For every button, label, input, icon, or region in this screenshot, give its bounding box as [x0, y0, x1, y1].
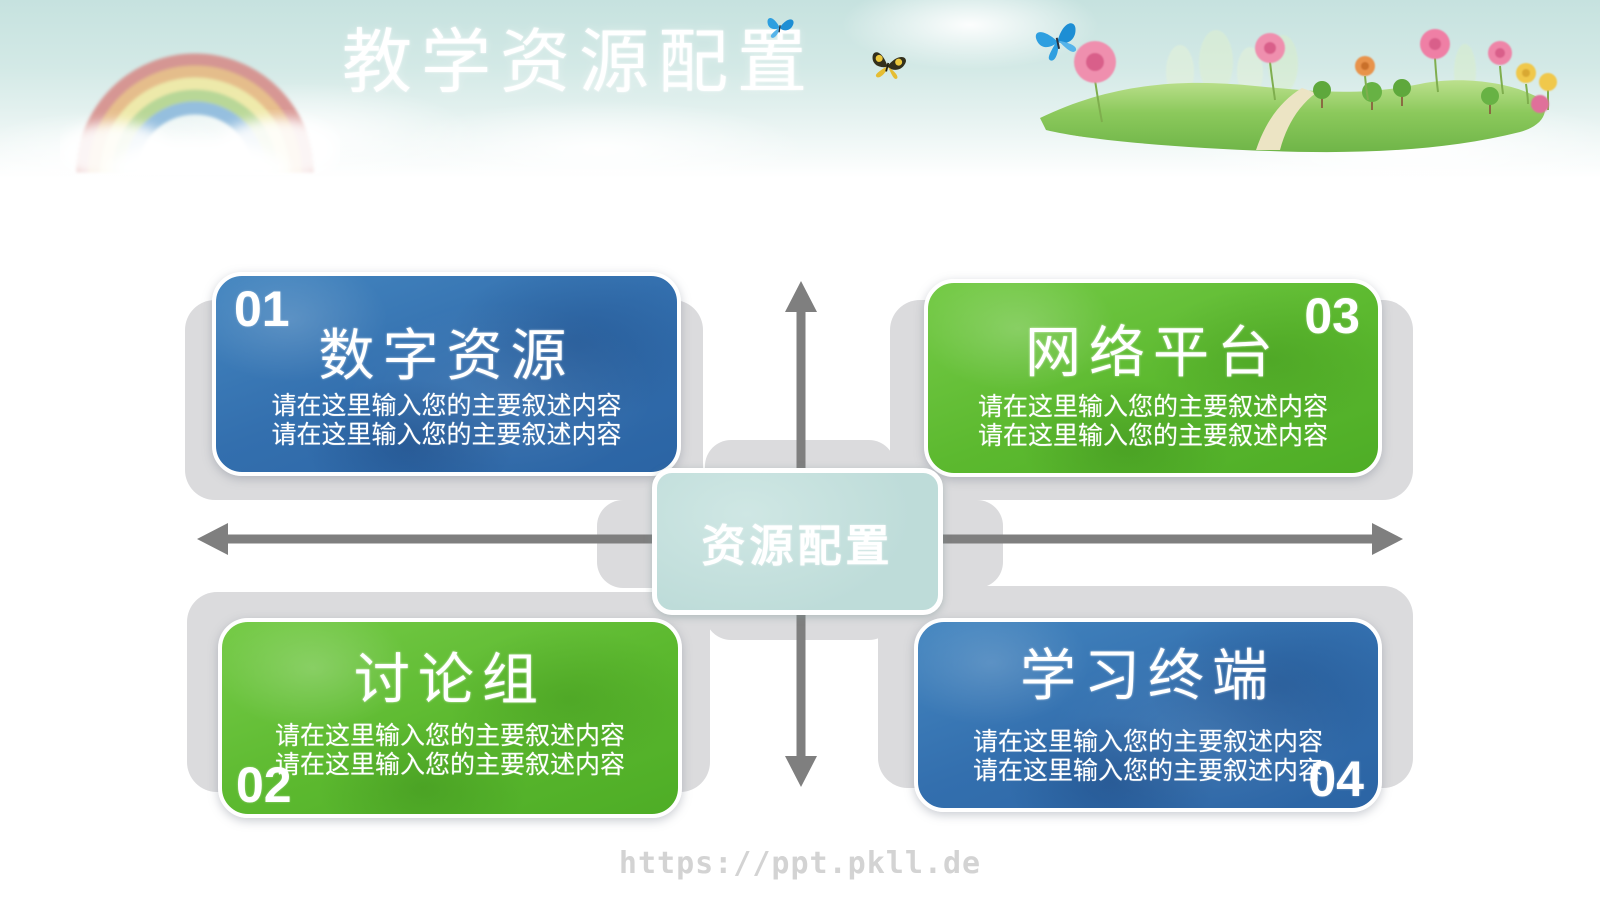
quadrant-number: 03 [1304, 288, 1360, 344]
butterfly-blue-small-icon [767, 18, 794, 38]
quadrant-desc-line: 请在这里输入您的主要叙述内容 [972, 757, 1323, 785]
quadrant-box-network-platform: 03 网络平台 请在这里输入您的主要叙述内容 请在这里输入您的主要叙述内容 [924, 279, 1382, 477]
butterfly-blue-icon [1035, 23, 1077, 61]
quadrant-box-digital-resources: 01 数字资源 请在这里输入您的主要叙述内容 请在这里输入您的主要叙述内容 [212, 272, 681, 476]
arrowhead-up [785, 281, 817, 312]
quadrant-desc-line: 请在这里输入您的主要叙述内容 [274, 722, 625, 750]
center-hub-label: 资源配置 [701, 521, 894, 571]
quadrant-box-discussion-group: 02 讨论组 请在这里输入您的主要叙述内容 请在这里输入您的主要叙述内容 [218, 618, 682, 818]
quadrant-desc-line: 请在这里输入您的主要叙述内容 [972, 728, 1323, 756]
arrowhead-down [785, 756, 817, 787]
quadrant-number: 04 [1308, 751, 1364, 807]
arrowhead-left [197, 523, 228, 555]
watermark-url: https://ppt.pkll.de [618, 846, 982, 881]
cloud [390, 100, 810, 200]
quadrant-number: 02 [236, 757, 292, 813]
quadrant-title: 网络平台 [1025, 321, 1281, 384]
butterfly-yellow-icon [872, 52, 906, 79]
rainbow-illustration [60, 53, 340, 175]
quadrant-desc-line: 请在这里输入您的主要叙述内容 [977, 422, 1328, 450]
quadrant-desc-line: 请在这里输入您的主要叙述内容 [271, 392, 622, 420]
quadrant-title: 数字资源 [318, 324, 575, 387]
quadrant-desc-line: 请在这里输入您的主要叙述内容 [271, 421, 622, 449]
quadrant-desc-line: 请在这里输入您的主要叙述内容 [274, 751, 625, 779]
quadrant-box-learning-terminal: 04 学习终端 请在这里输入您的主要叙述内容 请在这里输入您的主要叙述内容 [914, 618, 1382, 812]
quadrant-title: 学习终端 [1020, 644, 1276, 707]
center-hub-box: 资源配置 [652, 468, 943, 615]
quadrant-desc-line: 请在这里输入您的主要叙述内容 [977, 393, 1328, 421]
quadrant-title: 讨论组 [354, 648, 546, 711]
meadow-illustration [1040, 29, 1557, 153]
arrowhead-right [1372, 523, 1403, 555]
slide-title: 教学资源配置 [342, 23, 816, 101]
quadrant-number: 01 [234, 281, 290, 337]
